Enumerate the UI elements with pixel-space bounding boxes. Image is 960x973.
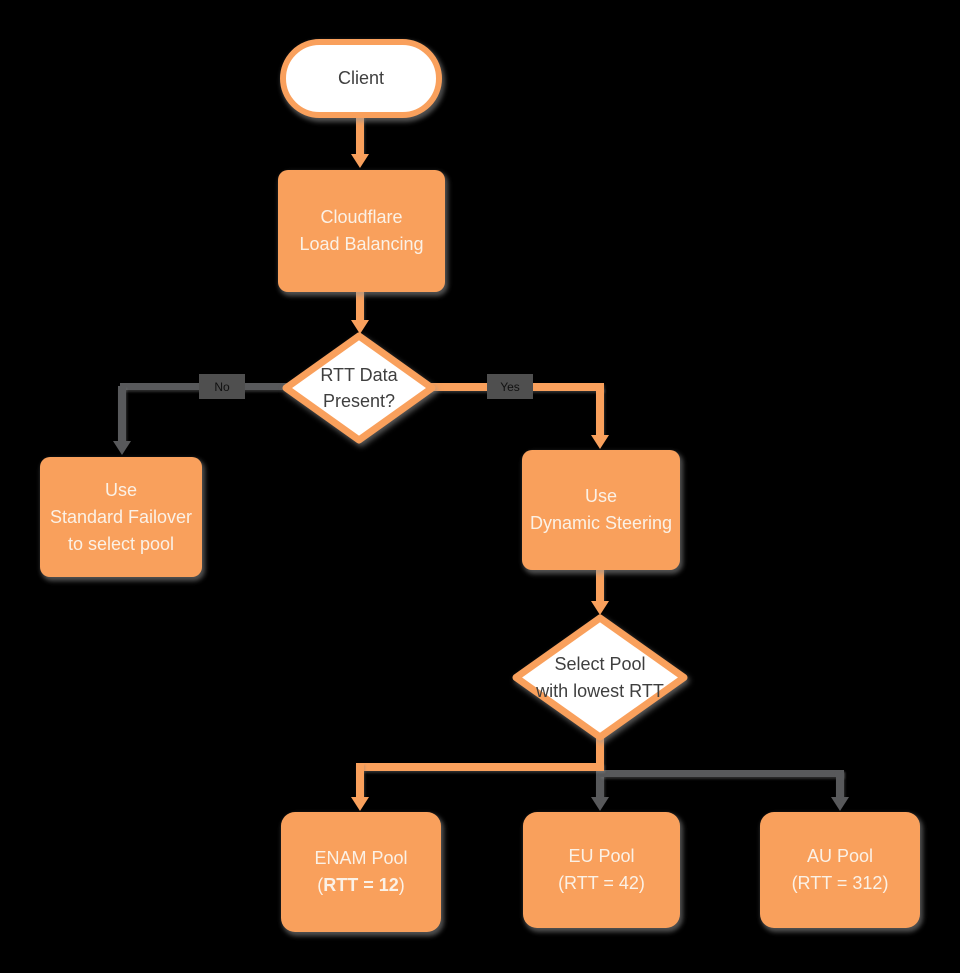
node-dynamic-steering-label: Use Dynamic Steering bbox=[530, 483, 672, 537]
node-au-pool-label: AU Pool (RTT = 312) bbox=[792, 843, 889, 897]
arrowhead-dynamic-steering bbox=[591, 435, 609, 449]
eu-pool-line2: (RTT = 42) bbox=[558, 873, 645, 893]
rtt-decision-line2: Present? bbox=[322, 391, 396, 411]
node-cloudflare-lb: Cloudflare Load Balancing bbox=[278, 170, 445, 292]
connector-au-horizontal bbox=[600, 770, 844, 777]
edge-label-yes-text: Yes bbox=[500, 379, 520, 394]
edge-label-no-text: No bbox=[214, 379, 230, 394]
eu-pool-line1: EU Pool bbox=[568, 846, 635, 866]
enam-rtt-prefix: ( bbox=[317, 875, 324, 895]
select-pool-line1: Select Pool bbox=[554, 654, 646, 675]
connector-steering-to-select bbox=[596, 566, 604, 604]
node-select-pool: Select Pool with lowest RTT bbox=[511, 613, 689, 742]
node-cloudflare-lb-label: Cloudflare Load Balancing bbox=[299, 204, 423, 258]
arrowhead-eu-pool bbox=[591, 797, 609, 811]
edge-label-no: No bbox=[199, 374, 245, 399]
connector-select-down bbox=[596, 736, 604, 770]
connector-enam-horizontal bbox=[356, 763, 604, 771]
node-eu-pool-label: EU Pool (RTT = 42) bbox=[558, 843, 645, 897]
standard-failover-line2: Standard Failover bbox=[49, 506, 193, 527]
arrowhead-rtt-decision bbox=[351, 320, 369, 334]
enam-rtt-suffix: ) bbox=[398, 875, 405, 895]
cloudflare-lb-line1: Cloudflare bbox=[320, 207, 403, 227]
enam-pool-line2: (RTT = 12) bbox=[314, 872, 407, 899]
connector-eu-vertical bbox=[596, 770, 604, 800]
node-standard-failover-label: Use Standard Failover to select pool bbox=[50, 477, 192, 558]
dynamic-steering-line2: Dynamic Steering bbox=[529, 513, 673, 533]
arrowhead-standard-failover bbox=[113, 441, 131, 455]
node-rtt-decision: RTT Data Present? bbox=[281, 331, 437, 445]
dynamic-steering-line1: Use bbox=[584, 486, 617, 506]
arrowhead-cloudflare-lb bbox=[351, 154, 369, 168]
select-pool-diamond-shape bbox=[512, 614, 688, 741]
edge-label-yes: Yes bbox=[487, 374, 533, 399]
node-select-pool-label: Select Pool with lowest RTT bbox=[536, 651, 664, 703]
enam-rtt-value: RTT = 12 bbox=[323, 875, 399, 895]
au-pool-line1: AU Pool bbox=[806, 846, 874, 866]
arrowhead-enam-pool bbox=[351, 797, 369, 811]
connector-no-vertical bbox=[118, 386, 126, 444]
rtt-decision-line1: RTT Data bbox=[320, 364, 398, 385]
connector-lb-to-decision bbox=[356, 290, 364, 322]
enam-pool-line1: ENAM Pool bbox=[314, 848, 408, 868]
au-pool-line2: (RTT = 312) bbox=[791, 873, 889, 893]
arrowhead-au-pool bbox=[831, 797, 849, 811]
connector-yes-vertical bbox=[596, 387, 604, 437]
standard-failover-line3: to select pool bbox=[67, 533, 175, 554]
node-client: Client bbox=[280, 39, 442, 118]
node-client-label: Client bbox=[337, 68, 385, 88]
node-dynamic-steering: Use Dynamic Steering bbox=[522, 450, 680, 570]
rtt-decision-diamond-shape bbox=[282, 332, 436, 444]
connector-client-to-lb bbox=[356, 114, 364, 156]
connector-enam-vertical bbox=[356, 763, 364, 800]
node-enam-pool-label: ENAM Pool (RTT = 12) bbox=[314, 845, 407, 899]
node-au-pool: AU Pool (RTT = 312) bbox=[760, 812, 920, 928]
connector-au-vertical bbox=[836, 770, 844, 800]
select-pool-line2: with lowest RTT bbox=[536, 680, 664, 701]
standard-failover-line1: Use bbox=[104, 479, 137, 500]
node-enam-pool: ENAM Pool (RTT = 12) bbox=[281, 812, 441, 932]
node-rtt-decision-label: RTT Data Present? bbox=[320, 362, 397, 414]
node-standard-failover: Use Standard Failover to select pool bbox=[40, 457, 202, 577]
cloudflare-lb-line2: Load Balancing bbox=[299, 234, 424, 254]
arrowhead-select-pool bbox=[591, 601, 609, 615]
node-eu-pool: EU Pool (RTT = 42) bbox=[523, 812, 680, 928]
